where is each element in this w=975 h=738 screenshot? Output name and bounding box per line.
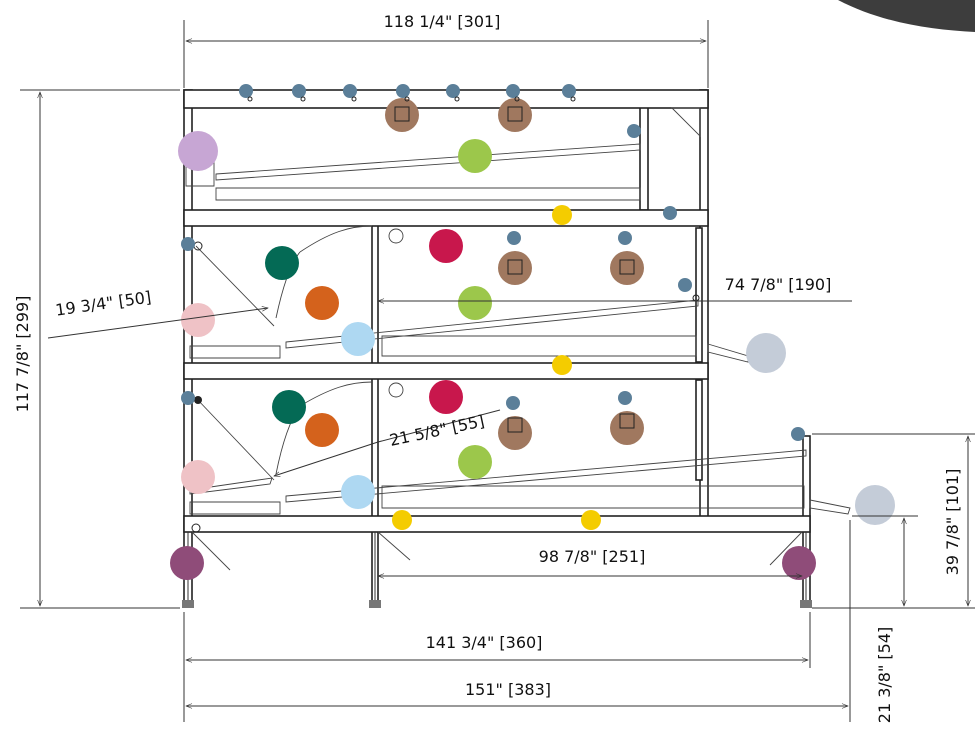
marker-brown (610, 251, 644, 285)
dim-top-width: 118 1/4" [301] (384, 12, 501, 31)
marker-pink (181, 460, 215, 494)
dim-left-offset: 19 3/4" [50] (54, 287, 152, 319)
marker-yellow (392, 510, 412, 530)
marker-grey (746, 333, 786, 373)
marker-steel-blue (396, 84, 410, 98)
marker-steel-blue (618, 231, 632, 245)
marker-green (458, 139, 492, 173)
dim-right-offset: 74 7/8" [190] (725, 275, 832, 294)
marker-steel-blue (292, 84, 306, 98)
marker-steel-blue (627, 124, 641, 138)
marker-brown (385, 98, 419, 132)
marker-glyphs (247, 96, 635, 433)
marker-crimson (429, 380, 463, 414)
marker-yellow (552, 355, 572, 375)
dim-right-height: 39 7/8" [101] (943, 469, 962, 576)
marker-teal (272, 390, 306, 424)
marker-brown (498, 98, 532, 132)
marker-teal (265, 246, 299, 280)
marker-steel-blue (791, 427, 805, 441)
marker-light-blue (341, 322, 375, 356)
marker-steel-blue (678, 278, 692, 292)
marker-green (458, 445, 492, 479)
dimension-lines (20, 20, 975, 722)
marker-steel-blue (239, 84, 253, 98)
marker-steel-blue (507, 231, 521, 245)
marker-light-blue (341, 475, 375, 509)
marker-green (458, 286, 492, 320)
marker-group (170, 84, 895, 580)
marker-lavender (178, 131, 218, 171)
marker-plum (782, 546, 816, 580)
marker-brown (498, 251, 532, 285)
marker-steel-blue (506, 396, 520, 410)
marker-steel-blue (663, 206, 677, 220)
marker-yellow (581, 510, 601, 530)
marker-steel-blue (343, 84, 357, 98)
machine-frame (182, 89, 851, 608)
dim-total-height: 117 7/8" [299] (13, 296, 32, 413)
marker-steel-blue (562, 84, 576, 98)
corner-photo (838, 0, 975, 32)
marker-steel-blue (181, 237, 195, 251)
marker-orange (305, 286, 339, 320)
marker-yellow (552, 205, 572, 225)
dim-lower-width: 98 7/8" [251] (539, 547, 646, 566)
dim-base-width: 141 3/4" [360] (426, 633, 543, 652)
marker-pink (181, 303, 215, 337)
marker-grey (855, 485, 895, 525)
marker-orange (305, 413, 339, 447)
dim-middle-offset: 21 5/8" [55] (388, 411, 486, 450)
marker-steel-blue (618, 391, 632, 405)
marker-steel-blue (446, 84, 460, 98)
marker-brown (498, 416, 532, 450)
marker-crimson (429, 229, 463, 263)
marker-plum (170, 546, 204, 580)
marker-steel-blue (181, 391, 195, 405)
dim-overall-width: 151" [383] (465, 680, 551, 699)
dim-outlet-height: 21 3/8" [54] (875, 627, 894, 723)
marker-steel-blue (506, 84, 520, 98)
